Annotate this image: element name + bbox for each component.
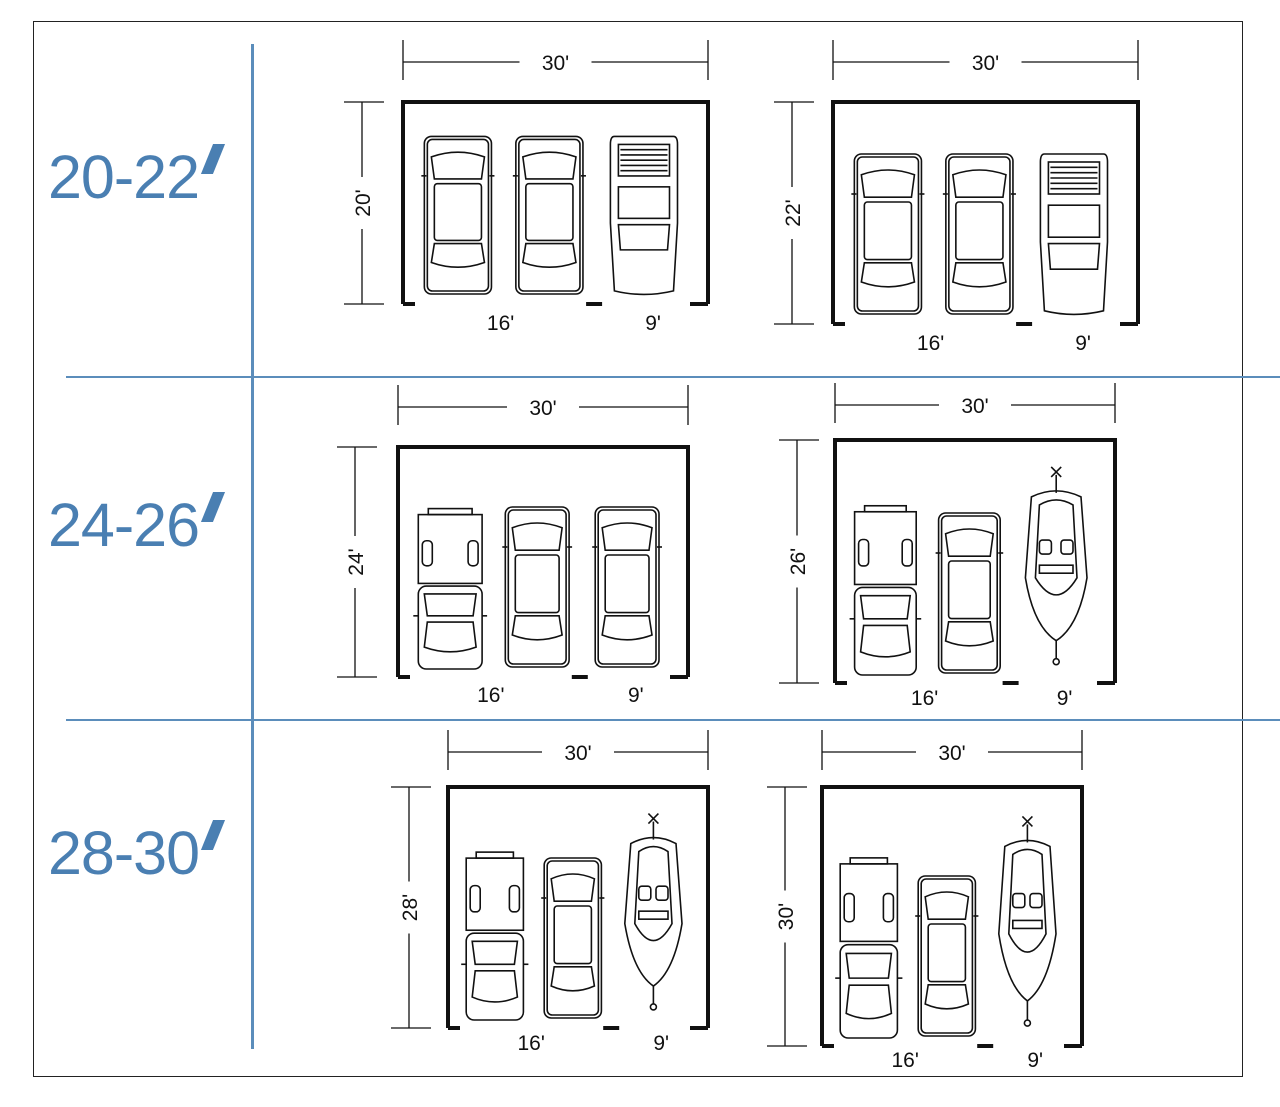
depth-dimension (337, 446, 377, 678)
width-label: 30' (938, 742, 965, 765)
sedan-icon (541, 857, 605, 1019)
boat-trailer-icon (623, 812, 683, 1011)
garage-wall (820, 785, 1084, 1046)
door-width-small: 9' (1057, 687, 1073, 710)
garage-plan-2: 30' 22' 16' 9' (774, 40, 1140, 355)
door-width-large: 16' (917, 332, 944, 355)
width-dimension (402, 40, 709, 80)
row-label-24-26: 24-26 (48, 490, 226, 560)
width-dimension (397, 385, 689, 425)
boat-trailer-icon (1024, 466, 1088, 666)
garage-plan-1: 30' 20' 16' 9' (344, 40, 710, 335)
garage-wall (831, 100, 1140, 324)
depth-label: 20' (352, 189, 375, 216)
depth-label: 28' (399, 894, 422, 921)
sedan-icon (851, 153, 925, 315)
sedan-icon (502, 506, 573, 668)
row-divider-1 (66, 376, 1280, 378)
sedan-icon (942, 153, 1016, 315)
garage-plan-6: 30' 30' 16' 9' (767, 730, 1084, 1072)
sports-car-icon (609, 135, 679, 296)
sedan-icon (592, 506, 662, 668)
pickup-truck-icon (835, 857, 903, 1039)
garage-wall (446, 785, 710, 1028)
depth-label: 22' (782, 199, 805, 226)
width-label: 30' (564, 742, 591, 765)
garage-wall (401, 100, 710, 304)
door-width-large: 16' (892, 1049, 919, 1072)
door-width-large: 16' (487, 312, 514, 335)
row-label-28-30: 28-30 (48, 818, 226, 888)
garage-wall (396, 445, 690, 677)
garage-plan-5: 30' 28' 16' 9' (391, 730, 710, 1055)
pickup-truck-icon (849, 504, 922, 676)
door-width-small: 9' (1075, 332, 1091, 355)
garage-plan-3: 30' 24' 16' 9' (337, 385, 690, 707)
row-divider-2 (66, 719, 1280, 721)
width-label: 30' (961, 395, 988, 418)
door-width-small: 9' (645, 312, 661, 335)
width-label: 30' (529, 397, 556, 420)
diagram-frame (33, 21, 1243, 1077)
depth-dimension (779, 439, 819, 684)
sports-car-icon (1039, 153, 1109, 316)
vertical-divider (251, 44, 254, 1049)
garage-wall (833, 438, 1117, 683)
width-dimension (832, 40, 1139, 80)
sedan-icon (915, 875, 979, 1037)
width-dimension (821, 730, 1083, 770)
pickup-truck-icon (413, 507, 488, 670)
pickup-truck-icon (461, 851, 529, 1021)
row-label-20-22: 20-22 (48, 142, 226, 212)
depth-label: 30' (775, 903, 798, 930)
depth-dimension (767, 786, 807, 1047)
sedan-icon (512, 135, 586, 295)
door-width-small: 9' (653, 1032, 669, 1055)
depth-label: 26' (787, 548, 810, 575)
width-dimension (834, 383, 1116, 423)
garage-plan-4: 30' 26' 16' 9' (779, 383, 1117, 710)
sedan-icon (421, 135, 495, 295)
door-width-large: 16' (477, 684, 504, 707)
door-width-large: 16' (911, 687, 938, 710)
width-label: 30' (542, 52, 569, 75)
width-label: 30' (972, 52, 999, 75)
depth-dimension (774, 101, 814, 325)
depth-dimension (344, 101, 384, 305)
depth-label: 24' (345, 548, 368, 575)
depth-dimension (391, 786, 431, 1029)
width-dimension (447, 730, 709, 770)
door-width-small: 9' (628, 684, 644, 707)
door-width-small: 9' (1027, 1049, 1043, 1072)
boat-trailer-icon (997, 815, 1057, 1027)
door-width-large: 16' (518, 1032, 545, 1055)
sedan-icon (935, 512, 1004, 674)
